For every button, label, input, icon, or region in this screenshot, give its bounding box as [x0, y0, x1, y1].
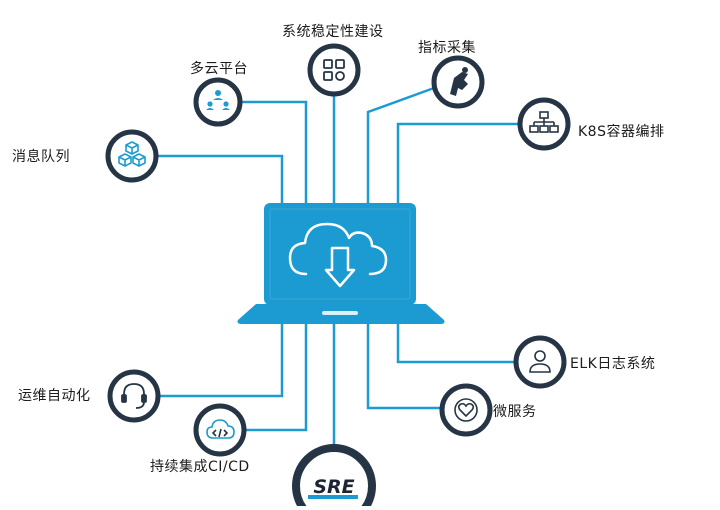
- connector-zhibiao: [366, 86, 435, 205]
- connector-lines: [156, 86, 520, 448]
- puzzle-hand-icon: [450, 67, 468, 96]
- connector-yunwei: [160, 320, 284, 398]
- node-label-elk: ELK日志系统: [570, 356, 656, 372]
- connector-k8s: [396, 122, 520, 205]
- connector-duoyun: [218, 100, 308, 205]
- node-xiaoxi: [105, 129, 159, 183]
- laptop-illustration: [237, 203, 445, 324]
- node-label-duoyun: 多云平台: [190, 61, 248, 77]
- node-label-weifuwu: 微服务: [493, 404, 537, 420]
- connector-elk: [396, 320, 518, 364]
- node-sre: SRE: [292, 444, 376, 510]
- node-zhibiao: [431, 55, 485, 109]
- sre-underline: [308, 495, 358, 499]
- cloud-download-icon: [288, 222, 388, 288]
- node-label-xiaoxi: 消息队列: [12, 149, 70, 165]
- sre-badge-text: SRE: [313, 476, 354, 498]
- node-weifuwu: [439, 383, 493, 437]
- node-label-zhibiao: 指标采集: [418, 40, 476, 56]
- cubes-icon: [118, 141, 146, 167]
- hierarchy-icon: [529, 111, 559, 133]
- node-label-yunwei: 运维自动化: [18, 388, 91, 404]
- node-k8s: [517, 97, 571, 151]
- laptop-trackpad-notch: [322, 311, 358, 315]
- node-yunwei: [107, 369, 161, 423]
- node-label-chixu: 持续集成CI/CD: [150, 459, 250, 475]
- node-label-xitong: 系统稳定性建设: [282, 24, 384, 40]
- cloud-code-icon: [206, 419, 235, 439]
- node-xitong: [307, 43, 361, 97]
- heart-circle-icon: [454, 398, 478, 422]
- user-badge-icon: [529, 350, 551, 373]
- users-network-icon: [206, 90, 230, 110]
- node-elk: [513, 335, 567, 389]
- node-duoyun: [193, 77, 243, 127]
- connector-weifuwu: [366, 320, 444, 410]
- connector-xiaoxi: [156, 154, 284, 205]
- connector-chixu: [244, 320, 308, 432]
- grid-blocks-icon: [323, 59, 345, 81]
- headset-icon: [121, 383, 147, 409]
- node-chixu: [193, 403, 247, 457]
- laptop-screen-inner: [269, 208, 411, 300]
- node-label-k8s: K8S容器编排: [578, 124, 665, 140]
